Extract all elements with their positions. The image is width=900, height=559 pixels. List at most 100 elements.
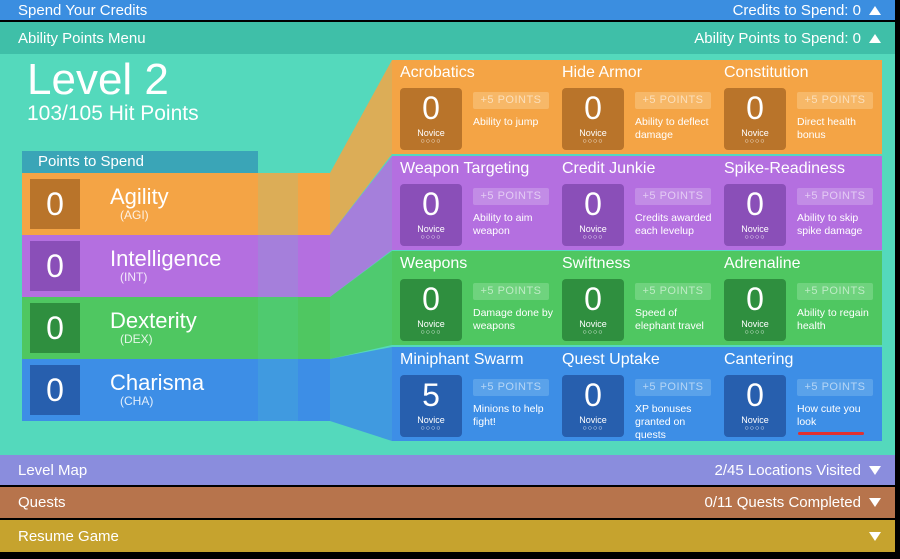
connector-band-mid [298,173,330,235]
skill-tier: Novice [579,319,607,329]
level-map-bar[interactable]: Level Map 2/45 Locations Visited [0,455,895,485]
resume-game-label: Resume Game [18,527,119,545]
skill-description: Ability to jump [473,116,539,128]
add-5-points-button[interactable]: +5 POINTS [635,188,711,205]
skill-description: Ability to regain health [797,307,869,332]
stat-row-agility: 0 Agility(AGI) [22,173,258,235]
skill-dots: ○○○○ [582,234,604,241]
skill-description: How cute you look [797,403,861,428]
skill-tier: Novice [741,319,769,329]
skill-tier: Novice [579,224,607,234]
skill-title: Hide Armor [562,64,643,81]
skill-tier: Novice [579,415,607,425]
stat-row-charisma: 0 Charisma(CHA) [22,359,258,421]
connector-bands [258,60,392,441]
add-5-points-button[interactable]: +5 POINTS [473,188,549,205]
add-5-points-button[interactable]: +5 POINTS [473,379,549,396]
add-5-points-button[interactable]: +5 POINTS [473,283,549,300]
skill-dots: ○○○○ [744,425,766,432]
stat-row-dexterity: 0 Dexterity(DEX) [22,297,258,359]
add-5-points-button[interactable]: +5 POINTS [473,92,549,109]
resume-game-bar[interactable]: Resume Game [0,520,895,552]
skill-description: Ability to deflect damage [635,116,709,141]
spend-credits-bar[interactable]: Spend Your Credits Credits to Spend: 0 [0,0,895,20]
add-5-points-button[interactable]: +5 POINTS [635,283,711,300]
quests-completed: 0/11 Quests Completed [704,494,861,511]
skill-title: Constitution [724,64,809,81]
stat-name: Agility [110,184,169,209]
skill-title: Credit Junkie [562,160,656,177]
skill-value: 0 [584,90,602,126]
add-5-points-button[interactable]: +5 POINTS [635,379,711,396]
stat-value: 0 [30,241,80,291]
skill-description: Credits awarded each levelup [635,212,712,237]
skill-description: Ability to aim weapon [473,212,533,237]
skill-dots: ○○○○ [582,329,604,336]
spend-credits-label: Spend Your Credits [18,1,148,19]
level-title: Level 2 [27,55,169,104]
stat-abbr: (INT) [120,270,148,284]
locations-visited: 2/45 Locations Visited [714,461,862,479]
skill-value: 0 [422,281,440,317]
stat-value: 0 [30,179,80,229]
expand-arrow-icon[interactable] [869,498,881,507]
expand-arrow-icon[interactable] [869,465,881,475]
connector-band-mid [298,235,330,297]
skill-dots: ○○○○ [420,234,442,241]
add-5-points-button[interactable]: +5 POINTS [797,379,873,396]
skill-tier: Novice [417,319,445,329]
skill-tier: Novice [417,128,445,138]
stat-name: Dexterity [110,308,197,333]
collapse-arrow-icon[interactable] [869,5,881,15]
skill-dots: ○○○○ [420,138,442,145]
add-5-points-button[interactable]: +5 POINTS [797,283,873,300]
add-5-points-button[interactable]: +5 POINTS [635,92,711,109]
connector-band [258,60,392,235]
skill-tier: Novice [741,128,769,138]
skill-title: Weapons [400,255,468,272]
skill-title: Swiftness [562,255,631,272]
skill-description: Speed of elephant travel [635,307,704,332]
skill-dots: ○○○○ [744,138,766,145]
add-5-points-button[interactable]: +5 POINTS [797,188,873,205]
expand-arrow-icon[interactable] [869,531,881,541]
add-5-points-button[interactable]: +5 POINTS [797,92,873,109]
skill-title: Cantering [724,351,794,368]
level-map-label: Level Map [18,461,88,479]
points-to-spend-header: Points to Spend [22,151,258,173]
ability-points-to-spend: Ability Points to Spend: 0 [694,29,861,47]
connector-band [258,156,392,297]
skill-value: 0 [584,186,602,222]
skill-dots: ○○○○ [420,425,442,432]
skill-description: Damage done by weapons [473,307,553,332]
skill-value: 0 [746,377,764,413]
skill-description: XP bonuses granted on quests [635,403,692,441]
collapse-arrow-icon[interactable] [869,33,881,43]
skill-tier: Novice [741,415,769,425]
skill-tier: Novice [579,128,607,138]
quests-bar[interactable]: Quests 0/11 Quests Completed [0,487,895,518]
skill-value: 5 [422,377,440,413]
ability-points-bar[interactable]: Ability Points Menu Ability Points to Sp… [0,22,895,54]
skill-tier: Novice [417,224,445,234]
